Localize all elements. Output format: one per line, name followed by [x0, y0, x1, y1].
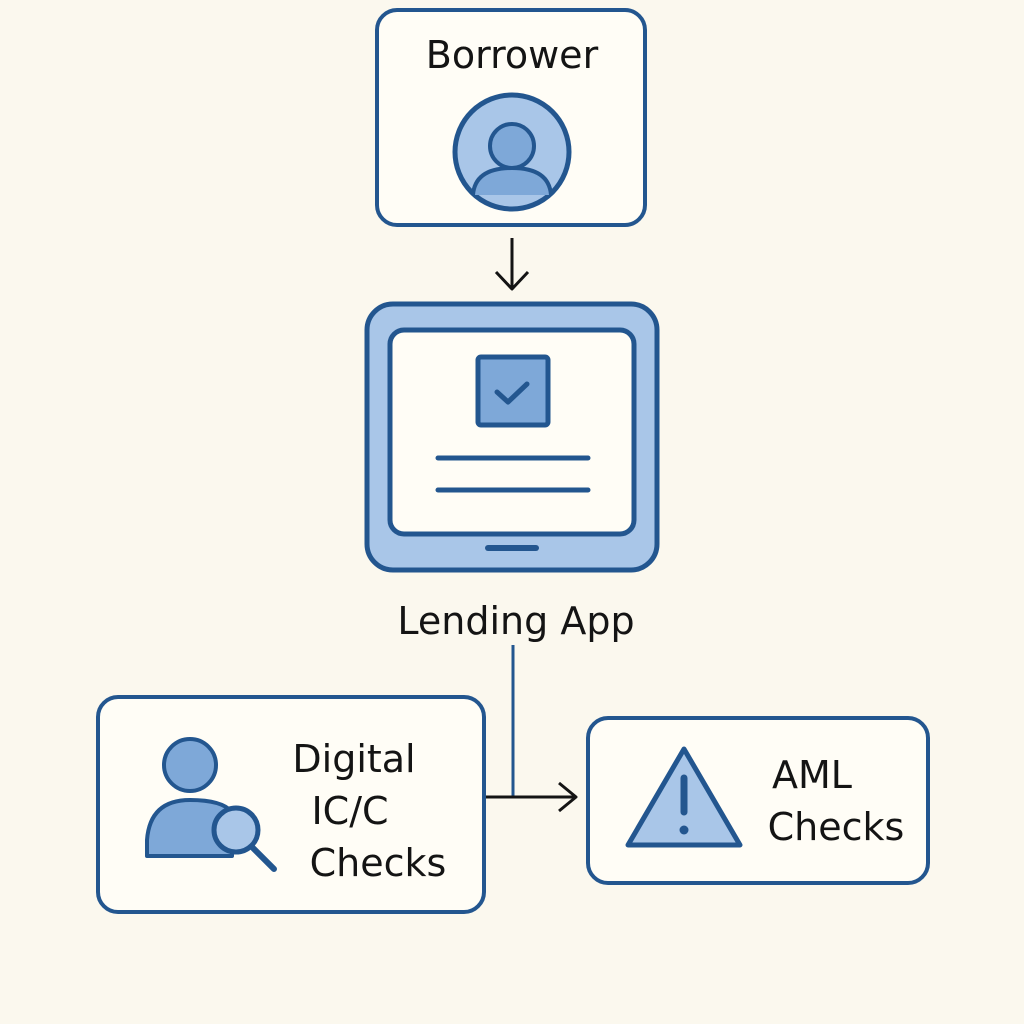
- aml-checks-label-line-1: AML: [772, 753, 852, 797]
- aml-checks-node: AML Checks: [586, 716, 930, 885]
- tablet-checkbox-form-icon: [364, 301, 660, 573]
- digital-checks-label-line-3: Checks: [310, 841, 447, 885]
- arrow-borrower-to-app: [494, 238, 530, 291]
- connector-app-to-aml: [484, 645, 578, 813]
- warning-triangle-icon: [625, 746, 743, 848]
- digital-checks-label-line-1: Digital: [292, 737, 415, 781]
- aml-checks-box: [586, 716, 930, 885]
- lending-app-node: Lending App: [364, 301, 660, 643]
- aml-checks-label-line-2: Checks: [768, 805, 905, 849]
- borrower-node: Borrower: [375, 8, 647, 227]
- digital-checks-node: Digital IC/C Checks: [96, 695, 486, 914]
- borrower-label: Borrower: [426, 33, 599, 77]
- user-avatar-icon: [452, 92, 572, 212]
- digital-checks-label-line-2: IC/C: [311, 789, 388, 833]
- lending-app-label: Lending App: [397, 599, 634, 643]
- user-search-icon: [145, 737, 277, 872]
